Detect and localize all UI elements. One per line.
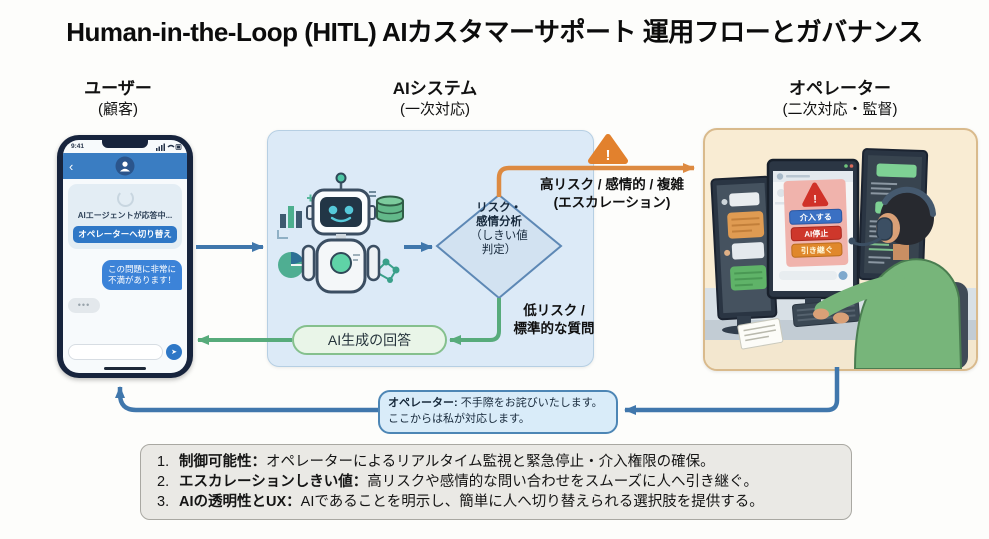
headset-earcup-icon xyxy=(876,217,893,241)
decision-line3: （しきい値 xyxy=(470,230,528,243)
item-text: AIであることを明示し、簡単に人へ切り替えられる選択肢を提供する。 xyxy=(300,494,764,510)
operator-box: ! 介入する AI停止 引き継ぐ xyxy=(703,128,978,371)
escalation-warning-triangle-icon: ! xyxy=(588,134,628,164)
governance-item-1: 1. 制御可能性：オペレーターによるリアルタイム監視と緊急停止・介入権限の確保。 xyxy=(157,452,835,472)
lane-header-ai: AIシステム (一次対応) xyxy=(355,78,515,120)
person-icon xyxy=(120,161,130,172)
phone-screen: 9:41 ‹ xyxy=(63,140,187,373)
arm xyxy=(814,273,906,319)
lane-user-subtitle: (顧客) xyxy=(98,101,138,119)
paper xyxy=(737,318,784,350)
robot-icon xyxy=(301,172,381,294)
left-monitor xyxy=(710,175,778,321)
item-label: エスカレーションしきい値 xyxy=(179,474,353,490)
escalation-label-line2: (エスカレーション) xyxy=(553,194,671,210)
lane-header-operator: オペレーター (二次対応・監督) xyxy=(745,78,935,120)
headset-band-icon xyxy=(882,186,936,217)
item-number: 3. xyxy=(157,494,170,510)
ai-responding-card: AIエージェントが応答中... オペレーターへ切り替え xyxy=(68,184,182,249)
item-number: 1. xyxy=(157,454,170,470)
reply-text1: 不手際をお詫びいたします。 xyxy=(457,397,603,409)
hand xyxy=(813,308,829,320)
phone-statusbar: 9:41 xyxy=(63,140,187,153)
send-icon: ➤ xyxy=(171,349,177,356)
switch-to-operator-button[interactable]: オペレーターへ切り替え xyxy=(73,225,177,243)
warning-exclamation: ! xyxy=(606,147,611,164)
intervene-button[interactable] xyxy=(789,208,843,225)
alert-panel: ! 介入する AI停止 引き継ぐ xyxy=(783,179,849,267)
avatar xyxy=(115,156,135,176)
home-indicator-row xyxy=(63,364,187,373)
loading-spinner-icon xyxy=(116,190,134,207)
chat-area: AIエージェントが応答中... オペレーターへ切り替え この問題に非常に不満があ… xyxy=(63,179,187,364)
phone-notch xyxy=(102,140,148,148)
item-text: 高リスクや感情的な問い合わせをスムーズに人へ引き継ぐ。 xyxy=(367,474,758,490)
typing-indicator: ••• xyxy=(68,297,100,313)
status-time: 9:41 xyxy=(71,143,85,150)
lane-ai-title: AIシステム xyxy=(392,79,478,98)
low-risk-label: 低リスク / 標準的な質問 xyxy=(500,302,608,337)
intervene-button-label[interactable]: 介入する xyxy=(799,211,832,222)
signal-icon xyxy=(156,143,165,151)
lane-operator-title: オペレーター xyxy=(789,79,891,98)
message-input[interactable] xyxy=(68,344,163,360)
message-input-row: ➤ xyxy=(68,344,182,360)
hand xyxy=(833,312,849,324)
center-monitor: ! 介入する AI停止 引き継ぐ xyxy=(766,158,860,300)
bar-chart-icon xyxy=(277,206,302,239)
ai-stop-button-label[interactable]: AI停止 xyxy=(804,228,828,239)
item-separator: ： xyxy=(251,454,267,470)
status-icons xyxy=(156,143,182,151)
battery-icon xyxy=(175,144,182,150)
page-title: Human-in-the-Loop (HITL) AIカスタマーサポート 運用フ… xyxy=(66,17,923,47)
governance-item-2: 2. エスカレーションしきい値：高リスクや感情的な問い合わせをスムーズに人へ引き… xyxy=(157,472,835,492)
item-number: 2. xyxy=(157,474,170,490)
escalation-label-line1: 高リスク / 感情的 / 複雑 xyxy=(539,177,684,192)
decision-line1: リスク・ xyxy=(476,202,522,214)
neck xyxy=(893,244,909,260)
reply-text2: ここからは私が対応します。 xyxy=(388,412,530,425)
item-label: 制御可能性 xyxy=(179,454,252,470)
lane-ai-subtitle: (一次対応) xyxy=(400,101,470,119)
decision-line4: 判定） xyxy=(481,244,517,257)
wifi-icon xyxy=(167,144,175,148)
database-icon xyxy=(369,191,404,223)
pie-chart-icon xyxy=(278,251,304,278)
ai-stop-button[interactable] xyxy=(790,225,842,242)
chat-header: ‹ xyxy=(63,153,187,179)
reply-speaker: オペレーター: xyxy=(388,397,458,409)
decision-label: リスク・ 感情分析 （しきい値 判定） xyxy=(441,201,557,257)
ai-answer-pill: AI生成の回答 xyxy=(292,325,447,355)
operator-person xyxy=(813,186,968,369)
escalation-label: 高リスク / 感情的 / 複雑 (エスカレーション) xyxy=(512,176,712,211)
takeover-button[interactable] xyxy=(791,242,843,258)
alert-exclamation: ! xyxy=(813,193,817,205)
operator-illustration: ! 介入する AI停止 引き継ぐ xyxy=(705,148,976,369)
lane-operator-subtitle: (二次対応・監督) xyxy=(782,101,898,119)
item-separator: ： xyxy=(286,494,301,510)
ai-robot-illustration xyxy=(277,172,404,294)
arrow-reply-to-user xyxy=(115,386,378,413)
user-message-bubble: この問題に非常に不満があります！ xyxy=(102,259,182,290)
governance-box: 1. 制御可能性：オペレーターによるリアルタイム監視と緊急停止・介入権限の確保。… xyxy=(140,444,852,520)
back-chevron-icon[interactable]: ‹ xyxy=(69,158,74,174)
send-button[interactable]: ➤ xyxy=(166,344,182,360)
alert-triangle-icon xyxy=(802,182,829,207)
item-separator: ： xyxy=(352,474,368,490)
low-risk-label-line2: 標準的な質問 xyxy=(513,320,595,336)
arrow-operator-to-reply xyxy=(624,367,840,415)
lane-user-title: ユーザー xyxy=(84,79,152,98)
lane-header-user: ユーザー (顧客) xyxy=(38,78,198,120)
headset-mic-tip xyxy=(848,237,856,245)
low-risk-label-line1: 低リスク / xyxy=(523,303,585,318)
home-indicator xyxy=(104,366,146,371)
smartphone: 9:41 ‹ xyxy=(57,135,193,378)
operator-reply-bubble: オペレーター: 不手際をお詫びいたします。 ここからは私が対応します。 xyxy=(378,390,618,434)
item-text: オペレーターによるリアルタイム監視と緊急停止・介入権限の確保。 xyxy=(266,454,715,470)
governance-item-3: 3. AIの透明性とUX：AIであることを明示し、簡単に人へ切り替えられる選択肢… xyxy=(157,492,835,512)
decision-line2: 感情分析 xyxy=(476,216,522,229)
takeover-button-label[interactable]: 引き継ぐ xyxy=(801,244,833,255)
ai-status-text: AIエージェントが応答中... xyxy=(77,211,173,220)
item-label: AIの透明性とUX xyxy=(179,494,287,510)
